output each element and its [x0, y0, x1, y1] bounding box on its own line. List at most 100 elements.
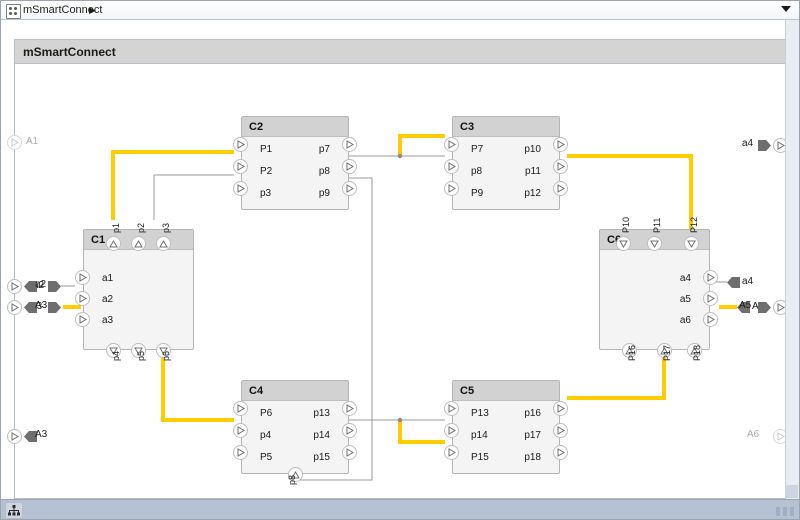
port-C2-P2[interactable]	[233, 159, 248, 174]
port-C3-p10[interactable]	[553, 137, 568, 152]
port-C1-a2[interactable]	[75, 291, 90, 306]
block-C2[interactable]: C2 P1 P2 p3 p7 p8 p9	[241, 116, 349, 210]
boundary-port-A4[interactable]	[773, 138, 788, 153]
port-C6-a4[interactable]	[703, 270, 718, 285]
port-vlabel-C6-P12: P12	[689, 216, 699, 233]
port-label-C6-a4: a4	[679, 273, 691, 284]
port-C1-p1[interactable]	[106, 236, 121, 251]
hierarchy-icon[interactable]	[5, 502, 23, 519]
port-C3-p12[interactable]	[553, 181, 568, 196]
connector-label-a4: a4	[742, 276, 754, 287]
port-C1-p3[interactable]	[156, 236, 171, 251]
port-C2-p7[interactable]	[342, 137, 357, 152]
port-C3-P7[interactable]	[444, 137, 459, 152]
port-C4-P6[interactable]	[233, 401, 248, 416]
boundary-connector-flag-A5[interactable]	[758, 302, 771, 313]
port-label-C2-p3: p3	[260, 188, 272, 199]
port-vlabel-C6-P18: P18	[692, 344, 702, 361]
breadcrumb-model-name[interactable]: mSmartConnect	[23, 4, 103, 16]
connector-flag-A3[interactable]	[48, 302, 61, 313]
boundary-connector-flag-A3-outer[interactable]	[24, 431, 37, 442]
port-C6-P18[interactable]	[687, 343, 702, 358]
port-vlabel-C1-p1: p1	[111, 222, 121, 233]
boundary-port-A3-outer[interactable]	[7, 429, 22, 444]
port-C1-a1[interactable]	[75, 270, 90, 285]
port-label-C4-P6: P6	[260, 408, 273, 419]
wire-c5p16-c6p17	[567, 345, 666, 400]
port-C4-p15[interactable]	[342, 445, 357, 460]
boundary-port-A6[interactable]	[773, 429, 788, 444]
boundary-connector-flag-A2[interactable]	[24, 281, 37, 292]
block-C4-header: C4	[242, 381, 348, 401]
port-C1-p5[interactable]	[131, 343, 146, 358]
port-C4-P5[interactable]	[233, 445, 248, 460]
block-C3-name: C3	[460, 121, 475, 133]
port-C5-p16[interactable]	[553, 401, 568, 416]
port-C3-p8[interactable]	[444, 159, 459, 174]
boundary-connector-flag-A4[interactable]	[758, 140, 771, 151]
port-label-C2-p9: p9	[318, 188, 330, 199]
connector-flag-a4[interactable]	[727, 277, 740, 288]
boundary-port-A3[interactable]	[7, 300, 22, 315]
block-C2-name: C2	[249, 121, 264, 133]
port-C6-a6[interactable]	[703, 312, 718, 327]
port-C4-p4[interactable]	[233, 423, 248, 438]
port-C2-P1[interactable]	[233, 137, 248, 152]
block-C5[interactable]: C5 P13 p14 P15 p16 p17 p18	[452, 380, 560, 474]
port-C6-P16[interactable]	[622, 343, 637, 358]
connector-flag-a2[interactable]	[48, 281, 61, 292]
connector-label-a2: a2	[33, 280, 45, 291]
diagram-canvas[interactable]: mSmartConnect	[1, 20, 799, 500]
port-C6-P11[interactable]	[647, 236, 662, 251]
wire-c2p8-c3p7	[398, 134, 445, 156]
vertical-scrollbar[interactable]	[785, 20, 799, 500]
block-C4[interactable]: C4 P6 p4 P5 p13 p14 p15	[241, 380, 349, 474]
resize-grip[interactable]	[774, 506, 796, 516]
port-label-C3-P9: P9	[471, 188, 484, 199]
port-vlabel-C1-p4: p4	[111, 350, 121, 361]
port-label-C1-a3: a3	[102, 315, 114, 326]
boundary-port-A2[interactable]	[7, 279, 22, 294]
port-C6-a5[interactable]	[703, 291, 718, 306]
wire-c3p11-c6p12	[567, 154, 693, 232]
port-label-C3-P7: P7	[471, 144, 484, 155]
boundary-connector-flag-A3[interactable]	[24, 302, 37, 313]
port-label-C2-p7: p7	[318, 144, 330, 155]
port-C4-p14[interactable]	[342, 423, 357, 438]
boundary-port-A1[interactable]	[7, 135, 22, 150]
connector-flag-A5[interactable]	[737, 302, 750, 313]
port-label-C6-a5: a5	[679, 294, 691, 305]
port-C4-p8-bottom[interactable]	[288, 467, 303, 482]
port-C6-P10[interactable]	[616, 236, 631, 251]
port-vlabel-C1-p3: p3	[161, 222, 171, 233]
port-C6-P12[interactable]	[684, 236, 699, 251]
scrollbar-corner	[785, 485, 798, 498]
boundary-label-A2: a2	[35, 279, 47, 290]
port-C5-P13[interactable]	[444, 401, 459, 416]
port-label-C1-a2: a2	[102, 294, 114, 305]
port-C5-p18[interactable]	[553, 445, 568, 460]
port-C1-p4[interactable]	[106, 343, 121, 358]
port-C1-p2[interactable]	[131, 236, 146, 251]
port-label-C4-P5: P5	[260, 452, 273, 463]
port-C2-p8[interactable]	[342, 159, 357, 174]
port-C5-P15[interactable]	[444, 445, 459, 460]
port-C4-p13[interactable]	[342, 401, 357, 416]
chevron-down-icon[interactable]	[781, 6, 791, 12]
port-C5-p14[interactable]	[444, 423, 459, 438]
port-C5-p17[interactable]	[553, 423, 568, 438]
port-C1-a3[interactable]	[75, 312, 90, 327]
port-C6-P17[interactable]	[657, 343, 672, 358]
port-C2-p3[interactable]	[233, 181, 248, 196]
port-label-C1-a1: a1	[102, 273, 114, 284]
port-vlabel-C6-P16: P16	[627, 344, 637, 361]
block-C3[interactable]: C3 P7 p8 P9 p10 p11 p12	[452, 116, 560, 210]
port-C2-p9[interactable]	[342, 181, 357, 196]
port-C1-p6[interactable]	[156, 343, 171, 358]
port-C3-P9[interactable]	[444, 181, 459, 196]
port-vlabel-C6-P11: P11	[652, 217, 662, 233]
port-vlabel-C1-p6: p6	[161, 350, 171, 361]
port-C3-p11[interactable]	[553, 159, 568, 174]
port-vlabel-C6-P10: P10	[621, 216, 631, 233]
breadcrumb-arrow-icon[interactable]: ▶	[89, 5, 96, 15]
